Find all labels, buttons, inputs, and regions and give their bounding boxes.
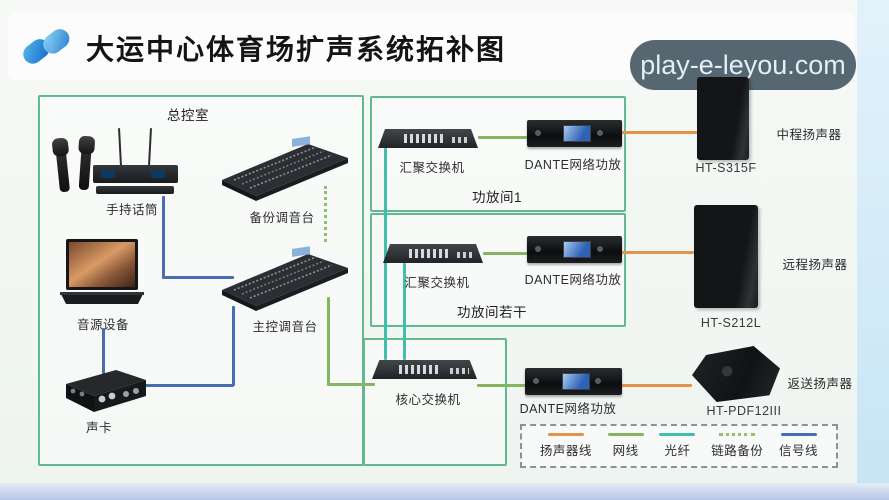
wireless-receiver — [93, 165, 178, 183]
monitor-speaker-label: 返送扬声器 — [787, 377, 853, 391]
backup-link-consoles — [324, 186, 327, 242]
backup-console — [222, 136, 348, 201]
main-console-label: 主控调音台 — [252, 320, 318, 334]
speaker-line-amp2-to-spk — [622, 251, 694, 254]
long-range-speaker — [694, 205, 758, 308]
legend-label: 光纤 — [664, 444, 691, 458]
backup-line-swatch — [719, 433, 756, 436]
aggregation-switch-2-label: 汇聚交换机 — [404, 276, 470, 290]
core-switch-box — [363, 338, 507, 466]
signal-line-soundcard-right — [144, 384, 234, 387]
legend-item: 链路备份 — [711, 433, 763, 459]
watermark-badge: play-e-leyou.com — [630, 40, 856, 90]
source-label: 音源设备 — [76, 318, 129, 332]
mid-range-speaker — [697, 77, 749, 160]
network-line-console-to-core — [327, 383, 375, 386]
signal-line-mic-down — [162, 196, 165, 278]
network-line-swatch — [607, 433, 644, 436]
legend-label: 信号线 — [779, 444, 819, 458]
backup-console-label: 备份调音台 — [249, 211, 315, 225]
amp-room-1-label: 功放间1 — [471, 190, 522, 205]
mic-label: 手持话筒 — [105, 203, 158, 217]
legend-box: 扬声器线 网线 光纤 链路备份 信号线 — [520, 424, 838, 468]
legend-label: 网线 — [612, 444, 639, 458]
signal-line-soundcard-to-console — [232, 306, 235, 386]
long-range-speaker-model: HT-S212L — [700, 316, 762, 330]
network-line-console-down — [327, 297, 330, 385]
long-range-speaker-label: 远程扬声器 — [782, 258, 848, 272]
aggregation-switch-1-label: 汇聚交换机 — [399, 161, 465, 175]
legend-label: 链路备份 — [711, 444, 764, 458]
legend-item: 扬声器线 — [540, 433, 592, 459]
dante-amp-1 — [527, 120, 622, 147]
soundcard-label: 声卡 — [85, 421, 112, 435]
mid-range-speaker-model: HT-S315F — [695, 161, 757, 175]
mid-range-speaker-label: 中程扬声器 — [776, 128, 842, 142]
monitor-speaker — [692, 346, 780, 402]
legend-item: 光纤 — [659, 433, 696, 459]
legend-item: 网线 — [607, 433, 644, 459]
amp-room-n-box — [370, 213, 626, 327]
network-line-switch1-to-amp1 — [478, 136, 527, 139]
control-room-label: 总控室 — [167, 108, 209, 123]
legend-item: 信号线 — [779, 433, 818, 459]
bottom-edge-band — [0, 483, 889, 500]
brand-logo-icon — [23, 29, 70, 64]
dante-amp-2 — [527, 236, 622, 263]
main-console — [222, 246, 348, 311]
amp-room-1-box — [370, 96, 626, 212]
speaker-line-amp3-to-spk — [622, 384, 692, 387]
fiber-line-swatch — [659, 433, 696, 436]
receiver-sub-unit — [96, 186, 174, 194]
dante-amp-1-label: DANTE网络功放 — [524, 158, 622, 172]
soundcard — [66, 370, 146, 412]
network-line-core-to-amp3 — [477, 384, 525, 387]
fiber-line-switch1-to-core — [384, 148, 387, 360]
aggregation-switch-2 — [383, 244, 483, 263]
signal-line-swatch — [780, 433, 817, 436]
dante-amp-2-label: DANTE网络功放 — [524, 273, 622, 287]
aggregation-switch-1 — [378, 129, 478, 148]
legend-label: 扬声器线 — [539, 444, 592, 458]
signal-line-laptop-to-soundcard — [102, 328, 105, 374]
amp-room-n-label: 功放间若干 — [457, 305, 527, 320]
source-laptop — [60, 239, 144, 304]
speaker-line-amp1-to-spk — [622, 131, 697, 134]
core-switch-label: 核心交换机 — [395, 393, 461, 407]
page-title: 大运中心体育场扩声系统拓补图 — [86, 34, 507, 65]
dante-amp-3-label: DANTE网络功放 — [519, 402, 617, 416]
monitor-speaker-model: HT-PDF12III — [706, 404, 782, 418]
right-edge-band — [857, 0, 889, 500]
dante-amp-3 — [525, 368, 622, 395]
network-line-switch2-to-amp2 — [483, 252, 527, 255]
speaker-line-swatch — [547, 433, 584, 436]
core-switch — [372, 360, 477, 379]
fiber-line-switch2-to-core — [403, 263, 406, 360]
signal-line-mic-to-console — [162, 276, 234, 279]
